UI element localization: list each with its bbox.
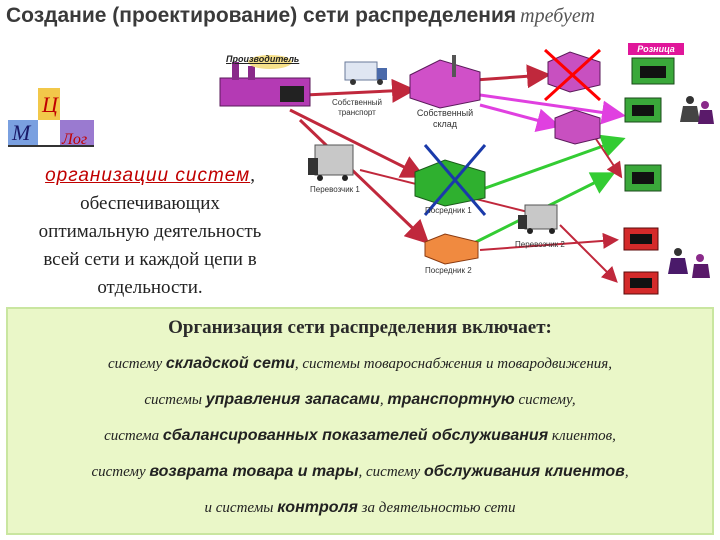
intermediary2-label: Посредник 2 (425, 266, 472, 275)
carrier1-label: Перевозчик 1 (310, 185, 360, 194)
page-title: Создание (проектирование) сети распредел… (6, 4, 716, 38)
truck-icon (344, 61, 387, 85)
title-main: Создание (проектирование) сети распредел… (6, 4, 517, 27)
box-text-segment: товародвижения (497, 356, 609, 372)
box-line-2: системы управления запасами, транспортну… (8, 391, 712, 409)
title-tail: требует (520, 5, 595, 27)
box-text-segment: системы (144, 392, 206, 408)
box-text-segment: клиентов, (548, 428, 616, 444)
box-line-3: система сбалансированных показателей обс… (8, 427, 712, 445)
left-highlight: организации систем (45, 165, 251, 186)
flow-arrows (289, 64, 626, 283)
box-text-segment: складской сети (165, 355, 295, 372)
logo-right-text: Лог (61, 131, 87, 148)
shop-icon-4 (623, 227, 659, 251)
retail-shops (623, 57, 675, 295)
box-text-segment: контроля (277, 499, 358, 516)
intermediary2-warehouse-icon (424, 233, 479, 265)
box-text-segment: сбалансированных показателей обслуживани… (162, 427, 549, 444)
logo-left-letter: М (11, 120, 32, 145)
left-description: организации систем, обеспечивающих оптим… (0, 162, 300, 302)
crossed-warehouse-icon (543, 48, 602, 102)
box-title: Организация сети распределения включает: (168, 317, 552, 338)
left-line-3: оптимальную деятельность (38, 221, 262, 242)
box-text-segment: за деятельностью сети (357, 500, 516, 516)
shop-icon-5 (623, 271, 659, 295)
box-text-segment: и системы (204, 500, 278, 516)
box-text-segment: , (608, 356, 613, 372)
box-text-segment: обслуживания клиентов (423, 463, 625, 480)
box-line-4: систему возврата товара и тары, систему … (8, 463, 712, 481)
box-text-segment: , систему (358, 464, 424, 480)
warehouse-icon-2 (554, 109, 601, 145)
intermediary1-warehouse-icon (414, 144, 487, 216)
box-text-segment: , системы (294, 356, 364, 372)
box-text-segment: систему (107, 356, 166, 372)
box-text-segment: , (379, 392, 388, 408)
shop-icon-2 (624, 97, 662, 123)
box-text-segment: управления запасами (205, 391, 380, 408)
distribution-network-diagram (219, 48, 714, 295)
box-text-segment: система (104, 428, 163, 444)
own-transport-label: Собственный транспорт (331, 98, 383, 117)
includes-box: Организация сети распределения включает:… (6, 307, 714, 535)
factory-icon (219, 55, 311, 107)
box-text-segment: товароснабжения (363, 356, 483, 372)
box-text-segment: систему (91, 464, 150, 480)
retail-badge: Розница (628, 43, 684, 55)
box-text-segment: и (482, 356, 498, 372)
shop-icon-3 (624, 164, 662, 192)
intermediary1-label: Посредник 1 (425, 206, 472, 215)
box-text-segment: , (624, 464, 629, 480)
own-warehouse-label: Собственный склад (416, 108, 474, 129)
box-text-segment: систему, (514, 392, 576, 408)
logo: Ц М Лог (8, 88, 94, 148)
shop-icon-1 (631, 57, 675, 85)
box-text-segment: транспортную (387, 391, 515, 408)
left-line-2: обеспечивающих (80, 193, 220, 214)
box-text-segment: возврата товара и тары (149, 463, 359, 480)
left-line-1: организации систем, (45, 165, 255, 186)
warehouse-icon (409, 55, 481, 109)
left-line-4: всей сети и каждой цепи в (43, 249, 257, 270)
producer-label: Производитель (226, 54, 300, 64)
box-line-1: систему складской сети, системы товаросн… (8, 355, 712, 373)
logo-top-letter: Ц (41, 92, 59, 117)
carrier1-truck-icon (308, 144, 354, 181)
carrier2-label: Перевозчик 2 (515, 240, 565, 249)
box-line-5: и системы контроля за деятельностью сети (8, 499, 712, 517)
carrier2-truck-icon (518, 204, 558, 234)
shopper-icons (668, 96, 714, 278)
left-line-5: отдельности. (97, 277, 203, 298)
